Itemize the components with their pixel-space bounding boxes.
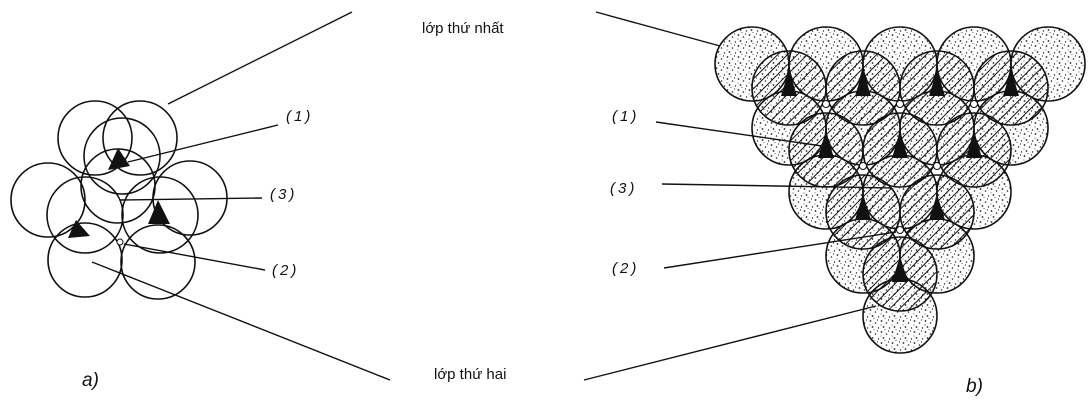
void-1-marker-right (148, 200, 170, 224)
circle-a-first-2 (102, 100, 178, 176)
void-b-6 (892, 132, 908, 158)
leader-void-3-a (119, 197, 263, 201)
void-b-small-3 (970, 100, 978, 108)
void-b-4 (1003, 70, 1019, 96)
circle-a-second-1 (83, 117, 161, 195)
circle-a-first-7 (120, 224, 196, 300)
panel-a-diagram (10, 100, 228, 300)
leader-layer-one-b (595, 11, 721, 47)
void-b-5 (818, 132, 834, 158)
void-b-9 (929, 194, 945, 220)
void-b-small-4 (859, 162, 867, 170)
void-b-3 (929, 70, 945, 96)
void-b-1 (781, 70, 797, 96)
leader-layer-two-b (583, 305, 877, 381)
circle-a-second-3 (121, 176, 199, 254)
layer-one-label: lớp thứ nhất (422, 20, 504, 37)
void-3-label-a: (3) (270, 186, 298, 203)
void-2-label-b: (2) (612, 260, 640, 277)
circle-a-second-2 (46, 176, 124, 254)
void-1-label-a: (1) (286, 108, 314, 125)
panel-b-diagram (714, 26, 1086, 354)
circle-a-first-6 (47, 222, 123, 298)
panel-a-label: a) (82, 370, 99, 391)
void-b-small-5 (933, 162, 941, 170)
leader-void-2-b (663, 231, 897, 269)
leader-layer-two-a (91, 261, 391, 381)
void-3-label-b: (3) (610, 180, 638, 197)
void-b-small-2 (896, 100, 904, 108)
leader-void-2-a (123, 243, 266, 271)
leader-void-1-a (127, 124, 279, 163)
void-2-label-a: (2) (272, 262, 300, 279)
void-2-marker (116, 238, 124, 246)
void-b-small-1 (822, 100, 830, 108)
leader-void-3-b (661, 183, 893, 189)
layer-two-label: lớp thứ hai (434, 366, 507, 383)
leader-layer-one-a (167, 11, 353, 105)
void-b-8 (855, 194, 871, 220)
panel-b-label: b) (966, 376, 983, 397)
void-b-2 (855, 70, 871, 96)
circle-a-first-3 (10, 162, 86, 238)
void-b-small-6 (896, 226, 904, 234)
void-b-7 (966, 132, 982, 158)
leader-lines (91, 11, 897, 381)
circle-a-first-1 (57, 100, 133, 176)
leader-void-1-b (655, 121, 823, 147)
void-1-marker-left (68, 220, 90, 238)
void-1-label-b: (1) (612, 108, 640, 125)
void-b-10 (892, 256, 908, 282)
